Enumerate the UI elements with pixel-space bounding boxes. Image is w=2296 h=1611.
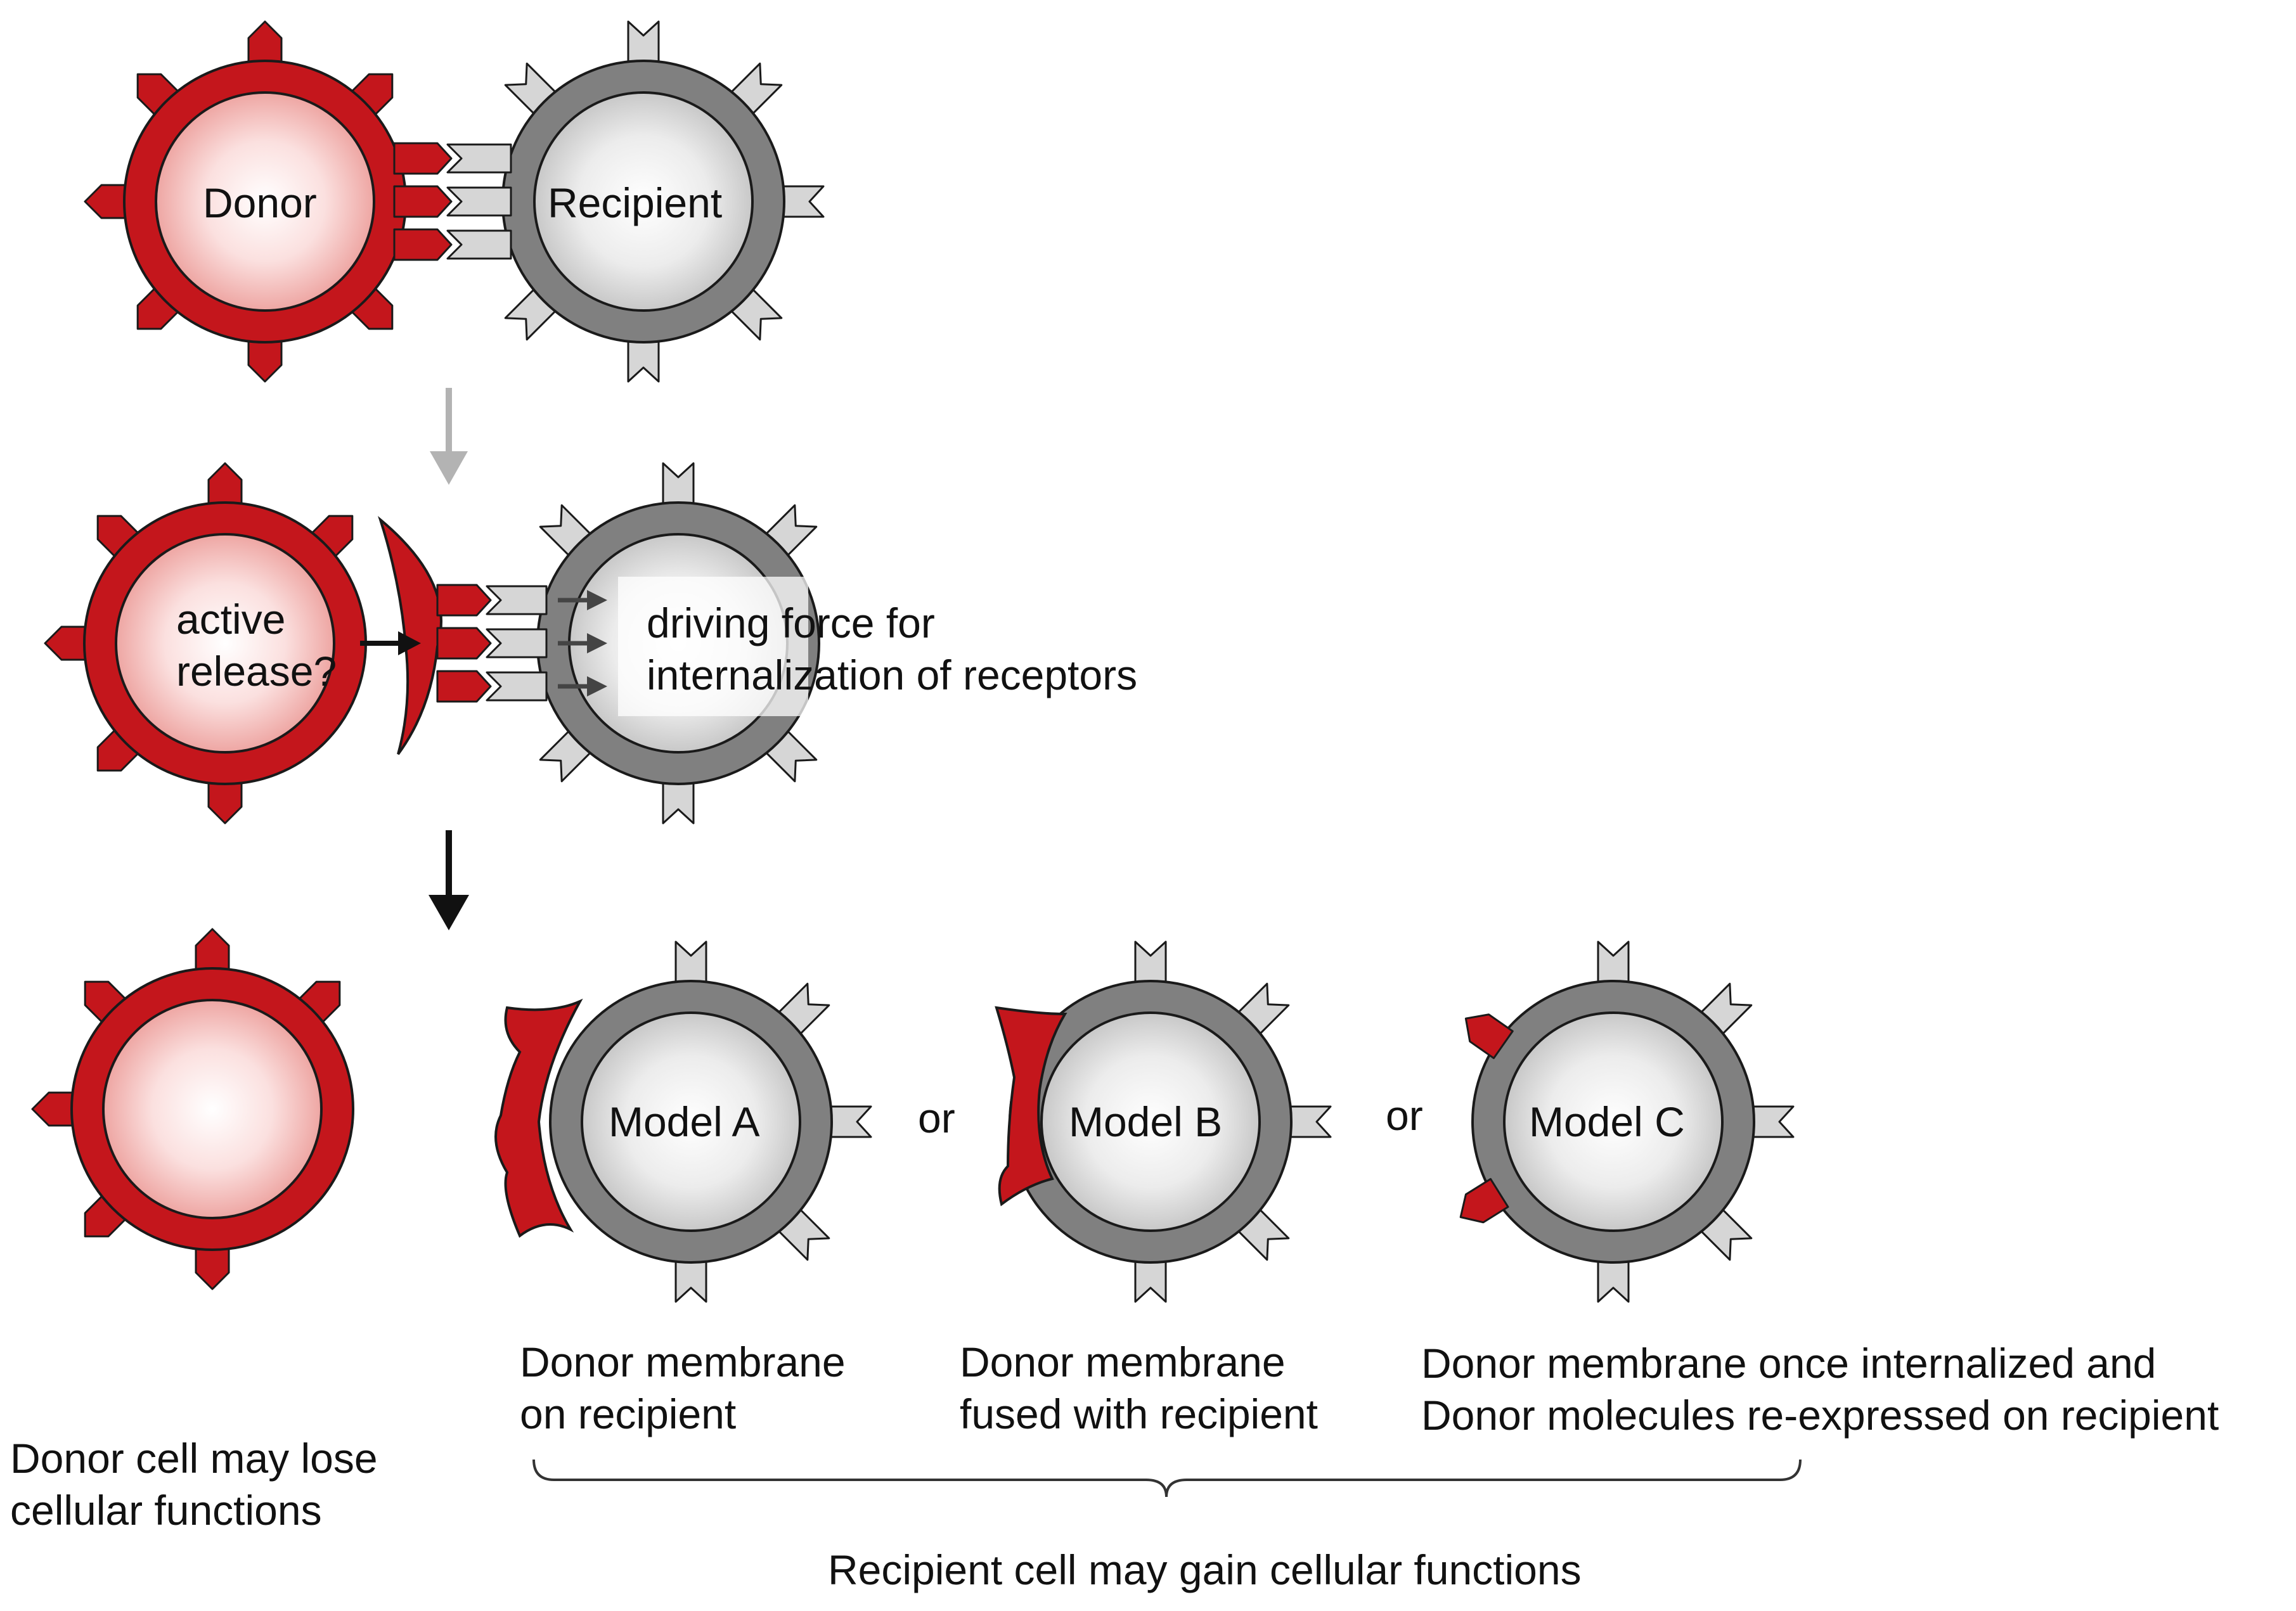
recipient-receptor-bound xyxy=(446,143,512,174)
active-release-line-2: release? xyxy=(176,648,337,695)
recipient-receptor-bound xyxy=(486,585,548,615)
model-c-caption-line-1: Donor membrane once internalized and xyxy=(1421,1340,2157,1387)
fused-donor-membrane xyxy=(995,1006,1067,1207)
driving-force-line-2: internalization of receptors xyxy=(647,651,1138,698)
donor-cytoplasm xyxy=(115,533,335,754)
brace xyxy=(532,1459,1802,1498)
re-expressed-donor-molecule xyxy=(1459,1178,1509,1224)
model-a-label: Model A xyxy=(609,1098,760,1145)
model-a-caption: Donor membrane on recipient xyxy=(520,1336,846,1440)
driving-force-line-1: driving force for xyxy=(647,600,935,646)
active-release-line-1: active xyxy=(176,596,286,643)
recipient-cytoplasm xyxy=(1503,1011,1724,1232)
down-arrow-black xyxy=(429,830,469,930)
donor-loss-line-2: cellular functions xyxy=(10,1487,322,1534)
recipient-receptor-bound xyxy=(446,186,512,217)
model-c-label: Model C xyxy=(1529,1098,1685,1145)
spike-shape xyxy=(1459,1178,1509,1224)
donor-ligand xyxy=(436,627,492,660)
donor-cell-bottom xyxy=(31,928,354,1290)
model-a-caption-line-1: Donor membrane xyxy=(520,1338,846,1385)
internalization-arrow-head xyxy=(587,590,607,610)
donor-label: Donor xyxy=(203,179,317,226)
donor-ligand xyxy=(436,670,492,703)
donor-cell-middle xyxy=(44,462,442,825)
spike-shape xyxy=(1464,1013,1514,1060)
model-b-caption-line-2: fused with recipient xyxy=(960,1390,1318,1437)
donor-cytoplasm xyxy=(102,999,323,1219)
donor-cell-top xyxy=(84,20,407,383)
model-a-caption-line-2: on recipient xyxy=(520,1390,737,1437)
model-b-cell xyxy=(995,940,1332,1303)
recipient-cell-middle xyxy=(536,462,820,825)
release-arrow-head xyxy=(398,631,421,655)
donor-cytoplasm xyxy=(155,91,375,312)
recipient-receptor-bound xyxy=(486,628,548,658)
or-label-1: or xyxy=(918,1094,955,1141)
recipient-cytoplasm xyxy=(533,91,754,312)
model-c-cell xyxy=(1459,940,1795,1303)
donor-ligand xyxy=(393,142,453,175)
down-arrow-gray xyxy=(430,388,468,485)
internalization-arrow-head xyxy=(587,633,607,653)
recipient-label: Recipient xyxy=(548,179,723,226)
recipient-cell-top xyxy=(501,20,825,383)
released-membrane-patch xyxy=(378,516,442,755)
donor-loss-caption: Donor cell may lose cellular functions xyxy=(10,1432,378,1536)
re-expressed-donor-molecule xyxy=(1464,1013,1514,1060)
recipient-receptor-bound xyxy=(486,671,548,702)
active-release-label: active release? xyxy=(176,593,337,697)
internalization-arrow-head xyxy=(587,676,607,696)
model-c-caption-line-2: Donor molecules re-expressed on recipien… xyxy=(1421,1392,2219,1439)
recipient-cytoplasm xyxy=(581,1011,801,1232)
recipient-gain-caption: Recipient cell may gain cellular functio… xyxy=(828,1546,1582,1593)
driving-force-label: driving force for internalization of rec… xyxy=(647,597,1137,701)
model-a-cell xyxy=(494,940,872,1303)
donor-ligand xyxy=(436,584,492,617)
model-b-caption: Donor membrane fused with recipient xyxy=(960,1336,1318,1440)
donor-ligand xyxy=(393,228,453,261)
model-b-caption-line-1: Donor membrane xyxy=(960,1338,1286,1385)
or-label-2: or xyxy=(1386,1092,1423,1139)
receptor-ligand-bridge-top xyxy=(393,142,512,261)
model-b-label: Model B xyxy=(1069,1098,1223,1145)
recipient-cytoplasm xyxy=(1040,1011,1261,1232)
driving-force-backdrop xyxy=(618,577,808,716)
model-c-caption: Donor membrane once internalized and Don… xyxy=(1421,1337,2219,1441)
recipient-receptor-bound xyxy=(446,229,512,260)
donor-ligand xyxy=(393,185,453,218)
donor-patch-on-recipient xyxy=(494,998,583,1238)
donor-loss-line-1: Donor cell may lose xyxy=(10,1435,378,1482)
receptor-ligand-bridge-middle xyxy=(436,584,548,703)
